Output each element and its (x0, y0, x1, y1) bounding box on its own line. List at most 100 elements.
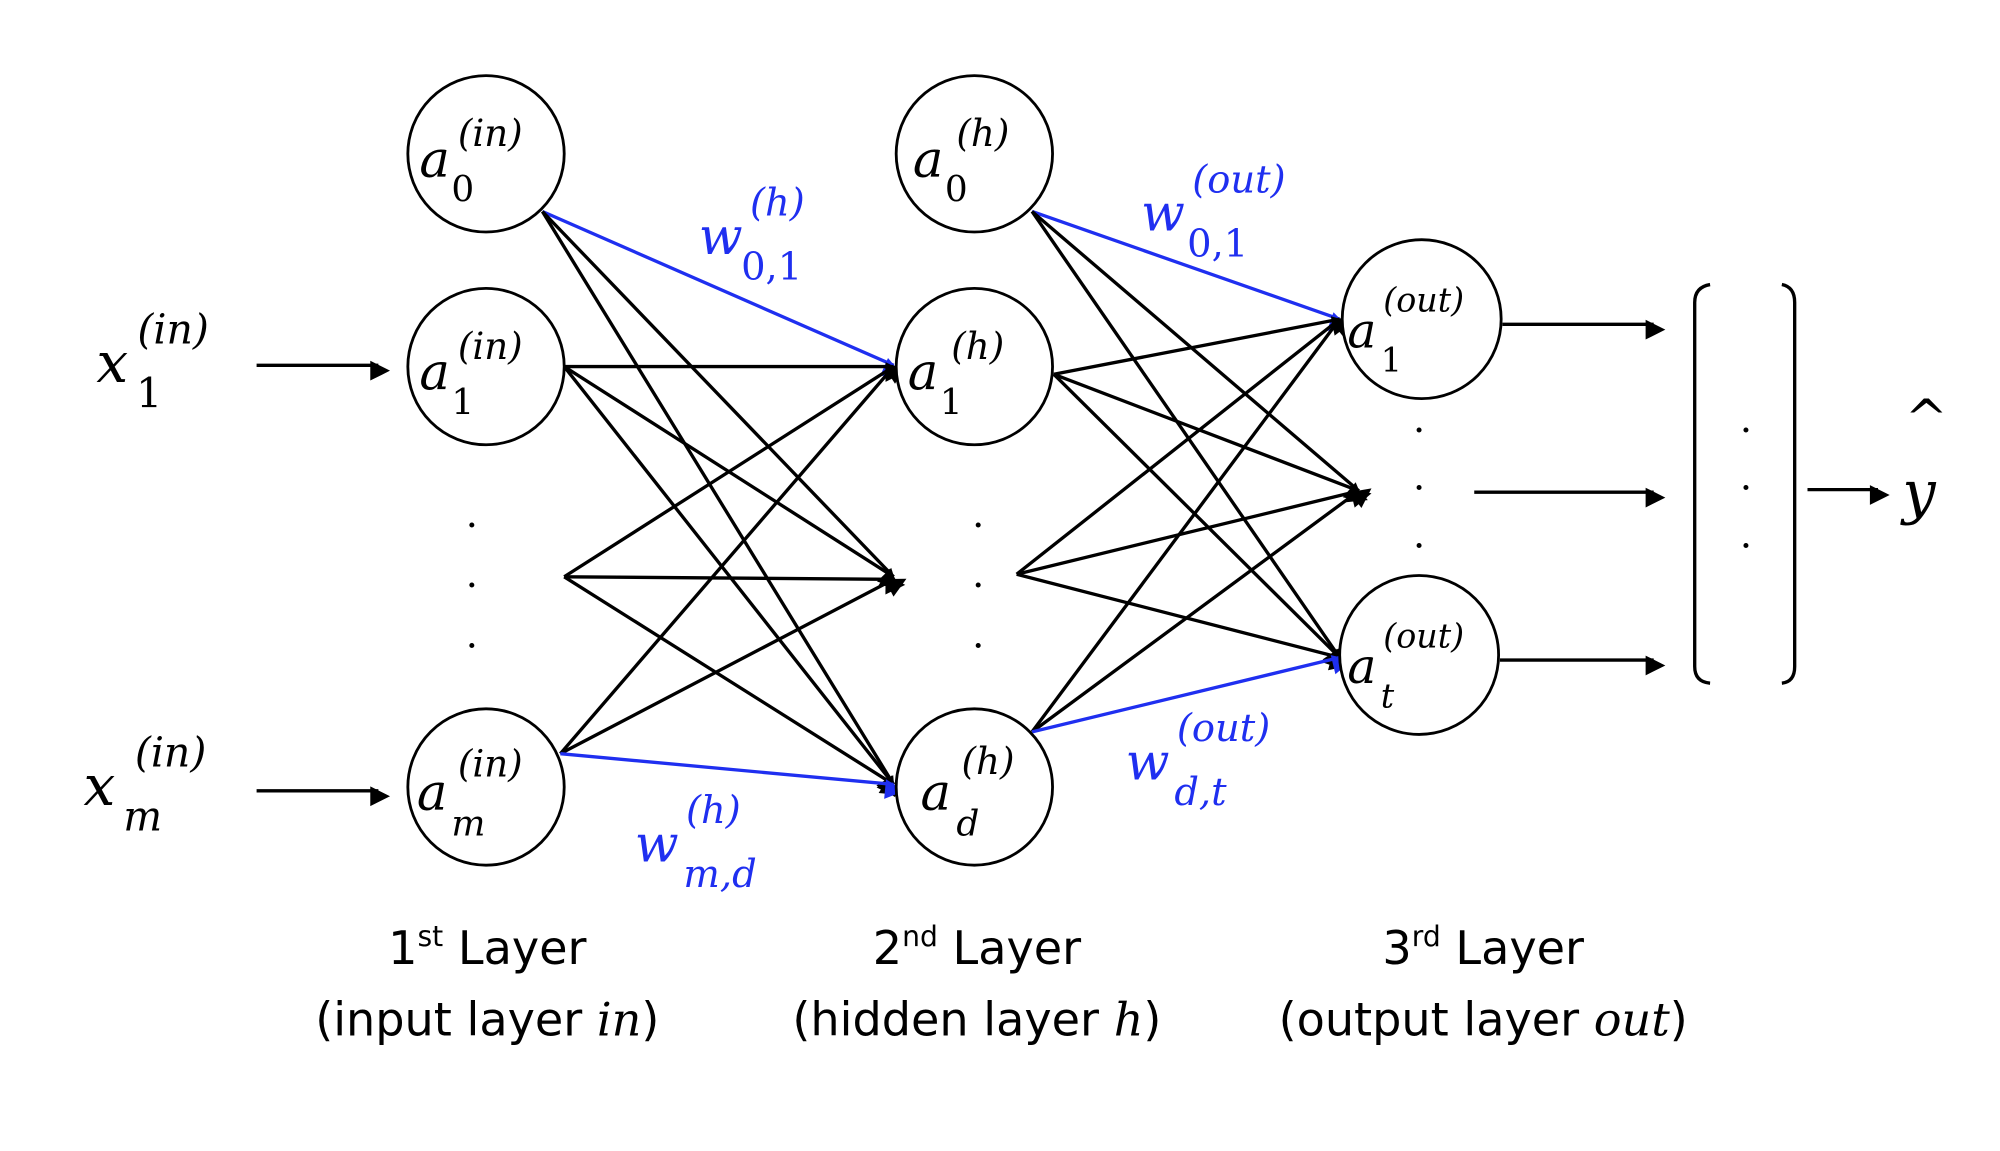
svg-text:(input layer in): (input layer in) (315, 993, 659, 1047)
svg-text:a: a (913, 130, 944, 190)
svg-text:w: w (699, 207, 743, 267)
svg-text:x: x (84, 754, 116, 819)
connection-arrow (1031, 488, 1372, 734)
node-a1-in: a 1 (in) (406, 286, 566, 447)
svg-text:w: w (635, 814, 679, 874)
hidden-layer: a 0 (h) a 1 (h) a d (h) · · · (894, 74, 1054, 867)
svg-text:(out): (out) (1177, 706, 1270, 751)
svg-text:(in): (in) (458, 742, 523, 786)
svg-text:0: 0 (451, 169, 474, 210)
ellipsis-dot: · (1413, 524, 1425, 569)
left-bracket (1693, 282, 1711, 685)
connection-arrow (563, 575, 901, 796)
ellipsis-dot: · (1740, 408, 1752, 453)
svg-text:a: a (908, 343, 939, 403)
prediction-y-hat: y ^ (1899, 389, 1948, 527)
output-vector (1693, 282, 1797, 685)
svg-text:(h): (h) (750, 180, 805, 225)
right-bracket (1781, 282, 1797, 685)
node-a1-h: a 1 (h) (894, 286, 1054, 447)
svg-text:(h): (h) (686, 788, 741, 833)
svg-text:w: w (1141, 184, 1185, 244)
weight-label-h-md: w m,d (h) (635, 788, 757, 897)
svg-text:2nd Layer: 2nd Layer (873, 920, 1081, 975)
svg-text:(out): (out) (1383, 616, 1464, 655)
highlighted-weight-arrow (1031, 209, 1349, 331)
node-ad-h: a d (h) (894, 707, 1054, 867)
connection-arrow (1053, 372, 1368, 503)
svg-text:(h): (h) (962, 739, 1015, 783)
svg-text:x: x (96, 331, 128, 396)
connection-arrow (563, 364, 907, 579)
connection-arrow (562, 365, 897, 797)
connection-arrow (564, 574, 906, 595)
connection-arrow (1053, 316, 1353, 376)
svg-text:0: 0 (945, 169, 968, 210)
svg-text:(in): (in) (458, 324, 523, 368)
connection-arrow (1030, 210, 1342, 671)
connection-arrow (559, 577, 907, 756)
ellipsis-dot: · (972, 564, 984, 609)
svg-text:a: a (417, 763, 448, 823)
connections (256, 209, 1890, 807)
svg-text:a: a (921, 763, 952, 823)
node-a1-out: a 1 (out) (1340, 238, 1503, 401)
ellipsis-dot: · (1413, 466, 1425, 511)
input-layer: a 0 (in) a 1 (in) a m (in) · · · (406, 74, 566, 867)
ellipsis-dot: · (1413, 408, 1425, 453)
svg-text:1: 1 (940, 382, 963, 423)
layer-caption-3: 3rd Layer (output layer out) (1279, 920, 1688, 1047)
svg-text:(in): (in) (137, 306, 209, 354)
svg-text:(h): (h) (956, 111, 1009, 155)
svg-text:(out): (out) (1383, 280, 1464, 319)
svg-text:1: 1 (1381, 341, 1402, 380)
svg-text:m,d: m,d (683, 852, 756, 897)
ellipsis-dot: · (972, 624, 984, 669)
node-a0-in: a 0 (in) (406, 74, 566, 234)
ellipsis-dot: · (466, 624, 478, 669)
svg-text:3rd Layer: 3rd Layer (1382, 920, 1584, 975)
ellipsis-dot: · (1740, 524, 1752, 569)
connection-arrow (1030, 313, 1351, 733)
output-layer: a 1 (out) a t (out) · · · (1338, 238, 1503, 736)
highlighted-weight-arrow (1031, 655, 1353, 734)
svg-text:0,1: 0,1 (1187, 221, 1248, 266)
svg-text:m: m (123, 793, 162, 841)
svg-text:0,1: 0,1 (741, 244, 802, 289)
weight-label-h-01: w 0,1 (h) (699, 180, 805, 289)
node-at-out: a t (out) (1338, 574, 1501, 736)
connection-arrow (541, 210, 898, 589)
svg-text:(out): (out) (1192, 157, 1285, 202)
svg-text:a: a (419, 343, 450, 403)
svg-text:(output layer out): (output layer out) (1279, 993, 1688, 1047)
svg-text:t: t (1381, 677, 1395, 716)
svg-text:(hidden layer h): (hidden layer h) (792, 993, 1161, 1047)
ellipsis-dot: · (466, 503, 478, 548)
node-a0-h: a 0 (h) (894, 74, 1054, 234)
svg-text:(h): (h) (951, 324, 1004, 368)
ellipsis-dot: · (1740, 466, 1752, 511)
connection-arrow (1016, 572, 1350, 671)
ellipsis-dot: · (972, 503, 984, 548)
svg-text:1: 1 (451, 382, 474, 423)
weight-label-out-dt: w d,t (out) (1126, 706, 1271, 815)
weight-label-out-01: w 0,1 (out) (1141, 157, 1286, 266)
connection-arrow (1015, 316, 1353, 576)
input-x1: x 1 (in) (96, 306, 209, 418)
connection-arrow (540, 210, 896, 798)
svg-text:1st Layer: 1st Layer (388, 920, 586, 975)
layer-caption-1: 1st Layer (input layer in) (315, 920, 659, 1047)
svg-text:a: a (419, 130, 450, 190)
connection-arrow (1030, 210, 1365, 503)
svg-text:d,t: d,t (1174, 770, 1227, 815)
svg-text:a: a (1347, 303, 1376, 359)
layer-caption-2: 2nd Layer (hidden layer h) (792, 920, 1161, 1047)
svg-text:m: m (451, 804, 485, 845)
input-xm: x m (in) (84, 728, 207, 840)
connection-arrow (1052, 373, 1345, 670)
svg-text:a: a (1347, 639, 1376, 695)
node-am-in: a m (in) (406, 707, 566, 867)
svg-text:w: w (1126, 732, 1170, 792)
